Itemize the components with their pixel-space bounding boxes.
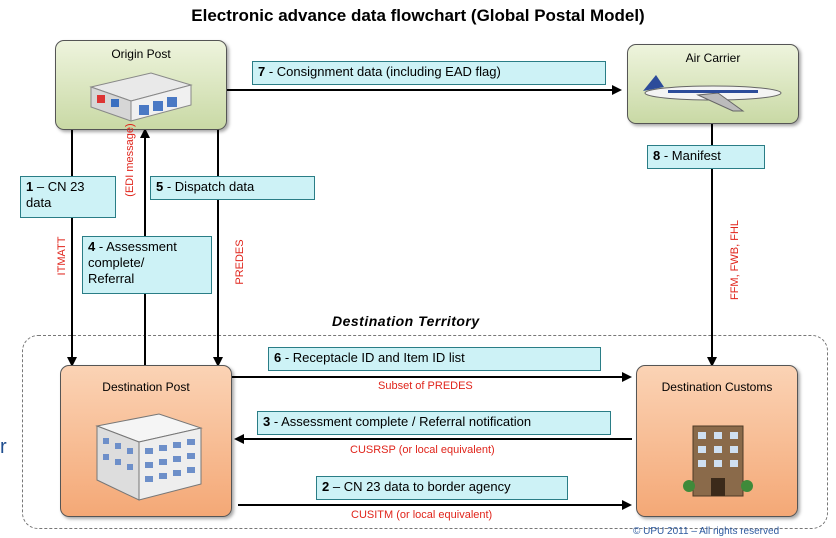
msg-receptacle-num: 6 (274, 350, 282, 365)
msg-receptacle: 6 - Receptacle ID and Item ID list (268, 347, 601, 371)
label-predes: PREDES (234, 239, 246, 285)
msg-manifest-text: - Manifest (660, 148, 721, 163)
label-edi-message: (EDI message) (124, 123, 136, 197)
destination-customs-node: Destination Customs (636, 365, 798, 517)
msg-cn23-line2: data (26, 195, 52, 210)
msg-consignment-num: 7 (258, 64, 266, 79)
destination-territory-boundary (22, 335, 828, 529)
destination-post-node: Destination Post (60, 365, 232, 517)
msg-cn23-line1: 1 – CN 23 (26, 179, 110, 195)
msg-cn23-border: 2 – CN 23 data to border agency (316, 476, 568, 500)
label-itmatt: ITMATT (56, 236, 68, 276)
destination-post-label: Destination Post (102, 380, 190, 394)
label-subset-predes: Subset of PREDES (378, 380, 473, 392)
msg-receptacle-text: - Receptacle ID and Item ID list (281, 350, 465, 365)
air-carrier-node: Air Carrier (627, 44, 799, 124)
office-building-icon (95, 413, 203, 501)
label-cusitm: CUSITM (or local equivalent) (351, 509, 493, 521)
msg-cn23-num: 1 (26, 179, 34, 194)
airplane-icon (643, 75, 782, 112)
msg-assessment-num: 4 (88, 239, 96, 254)
destination-customs-label: Destination Customs (661, 380, 773, 394)
air-carrier-label: Air Carrier (685, 51, 741, 65)
origin-post-node: Origin Post (55, 40, 227, 130)
msg-assessment-line2: complete/ (88, 255, 145, 270)
destination-territory-label: Destination Territory (332, 313, 480, 329)
msg-referral-notification: 3 - Assessment complete / Referral notif… (257, 411, 611, 435)
msg-referral-text: - Assessment complete / Referral notific… (270, 414, 532, 429)
label-ffm-fwb-fhl: FFM, FWB, FHL (729, 219, 741, 301)
msg-dispatch: 5 - Dispatch data (150, 176, 315, 200)
msg-consignment-text: - Consignment data (including EAD flag) (265, 64, 501, 79)
origin-post-label: Origin Post (111, 47, 171, 61)
diagram-title: Electronic advance data flowchart (Globa… (191, 6, 645, 25)
msg-manifest-num: 8 (653, 148, 661, 163)
label-cusrsp: CUSRSP (or local equivalent) (350, 444, 495, 456)
msg-assessment-complete: 4 - Assessment complete/ Referral (82, 236, 212, 294)
msg-assessment-text: - Assessment (95, 239, 177, 254)
msg-dispatch-text: - Dispatch data (163, 179, 255, 194)
msg-cn23: 1 – CN 23 data (20, 176, 116, 218)
msg-cn23-border-num: 2 (322, 479, 330, 494)
copyright-notice: © UPU 2011 – All rights reserved (633, 526, 780, 537)
edge-text-fragment: r (0, 436, 7, 458)
msg-cn23-text: – CN 23 (33, 179, 85, 194)
post-office-icon (89, 72, 193, 122)
msg-consignment: 7 - Consignment data (including EAD flag… (252, 61, 606, 85)
msg-assessment-line3: Referral (88, 271, 135, 286)
customs-building-icon (683, 425, 753, 497)
msg-assessment-line1: 4 - Assessment (88, 239, 206, 255)
msg-cn23-border-text: – CN 23 data to border agency (329, 479, 511, 494)
msg-referral-num: 3 (263, 414, 271, 429)
msg-dispatch-num: 5 (156, 179, 164, 194)
msg-manifest: 8 - Manifest (647, 145, 765, 169)
